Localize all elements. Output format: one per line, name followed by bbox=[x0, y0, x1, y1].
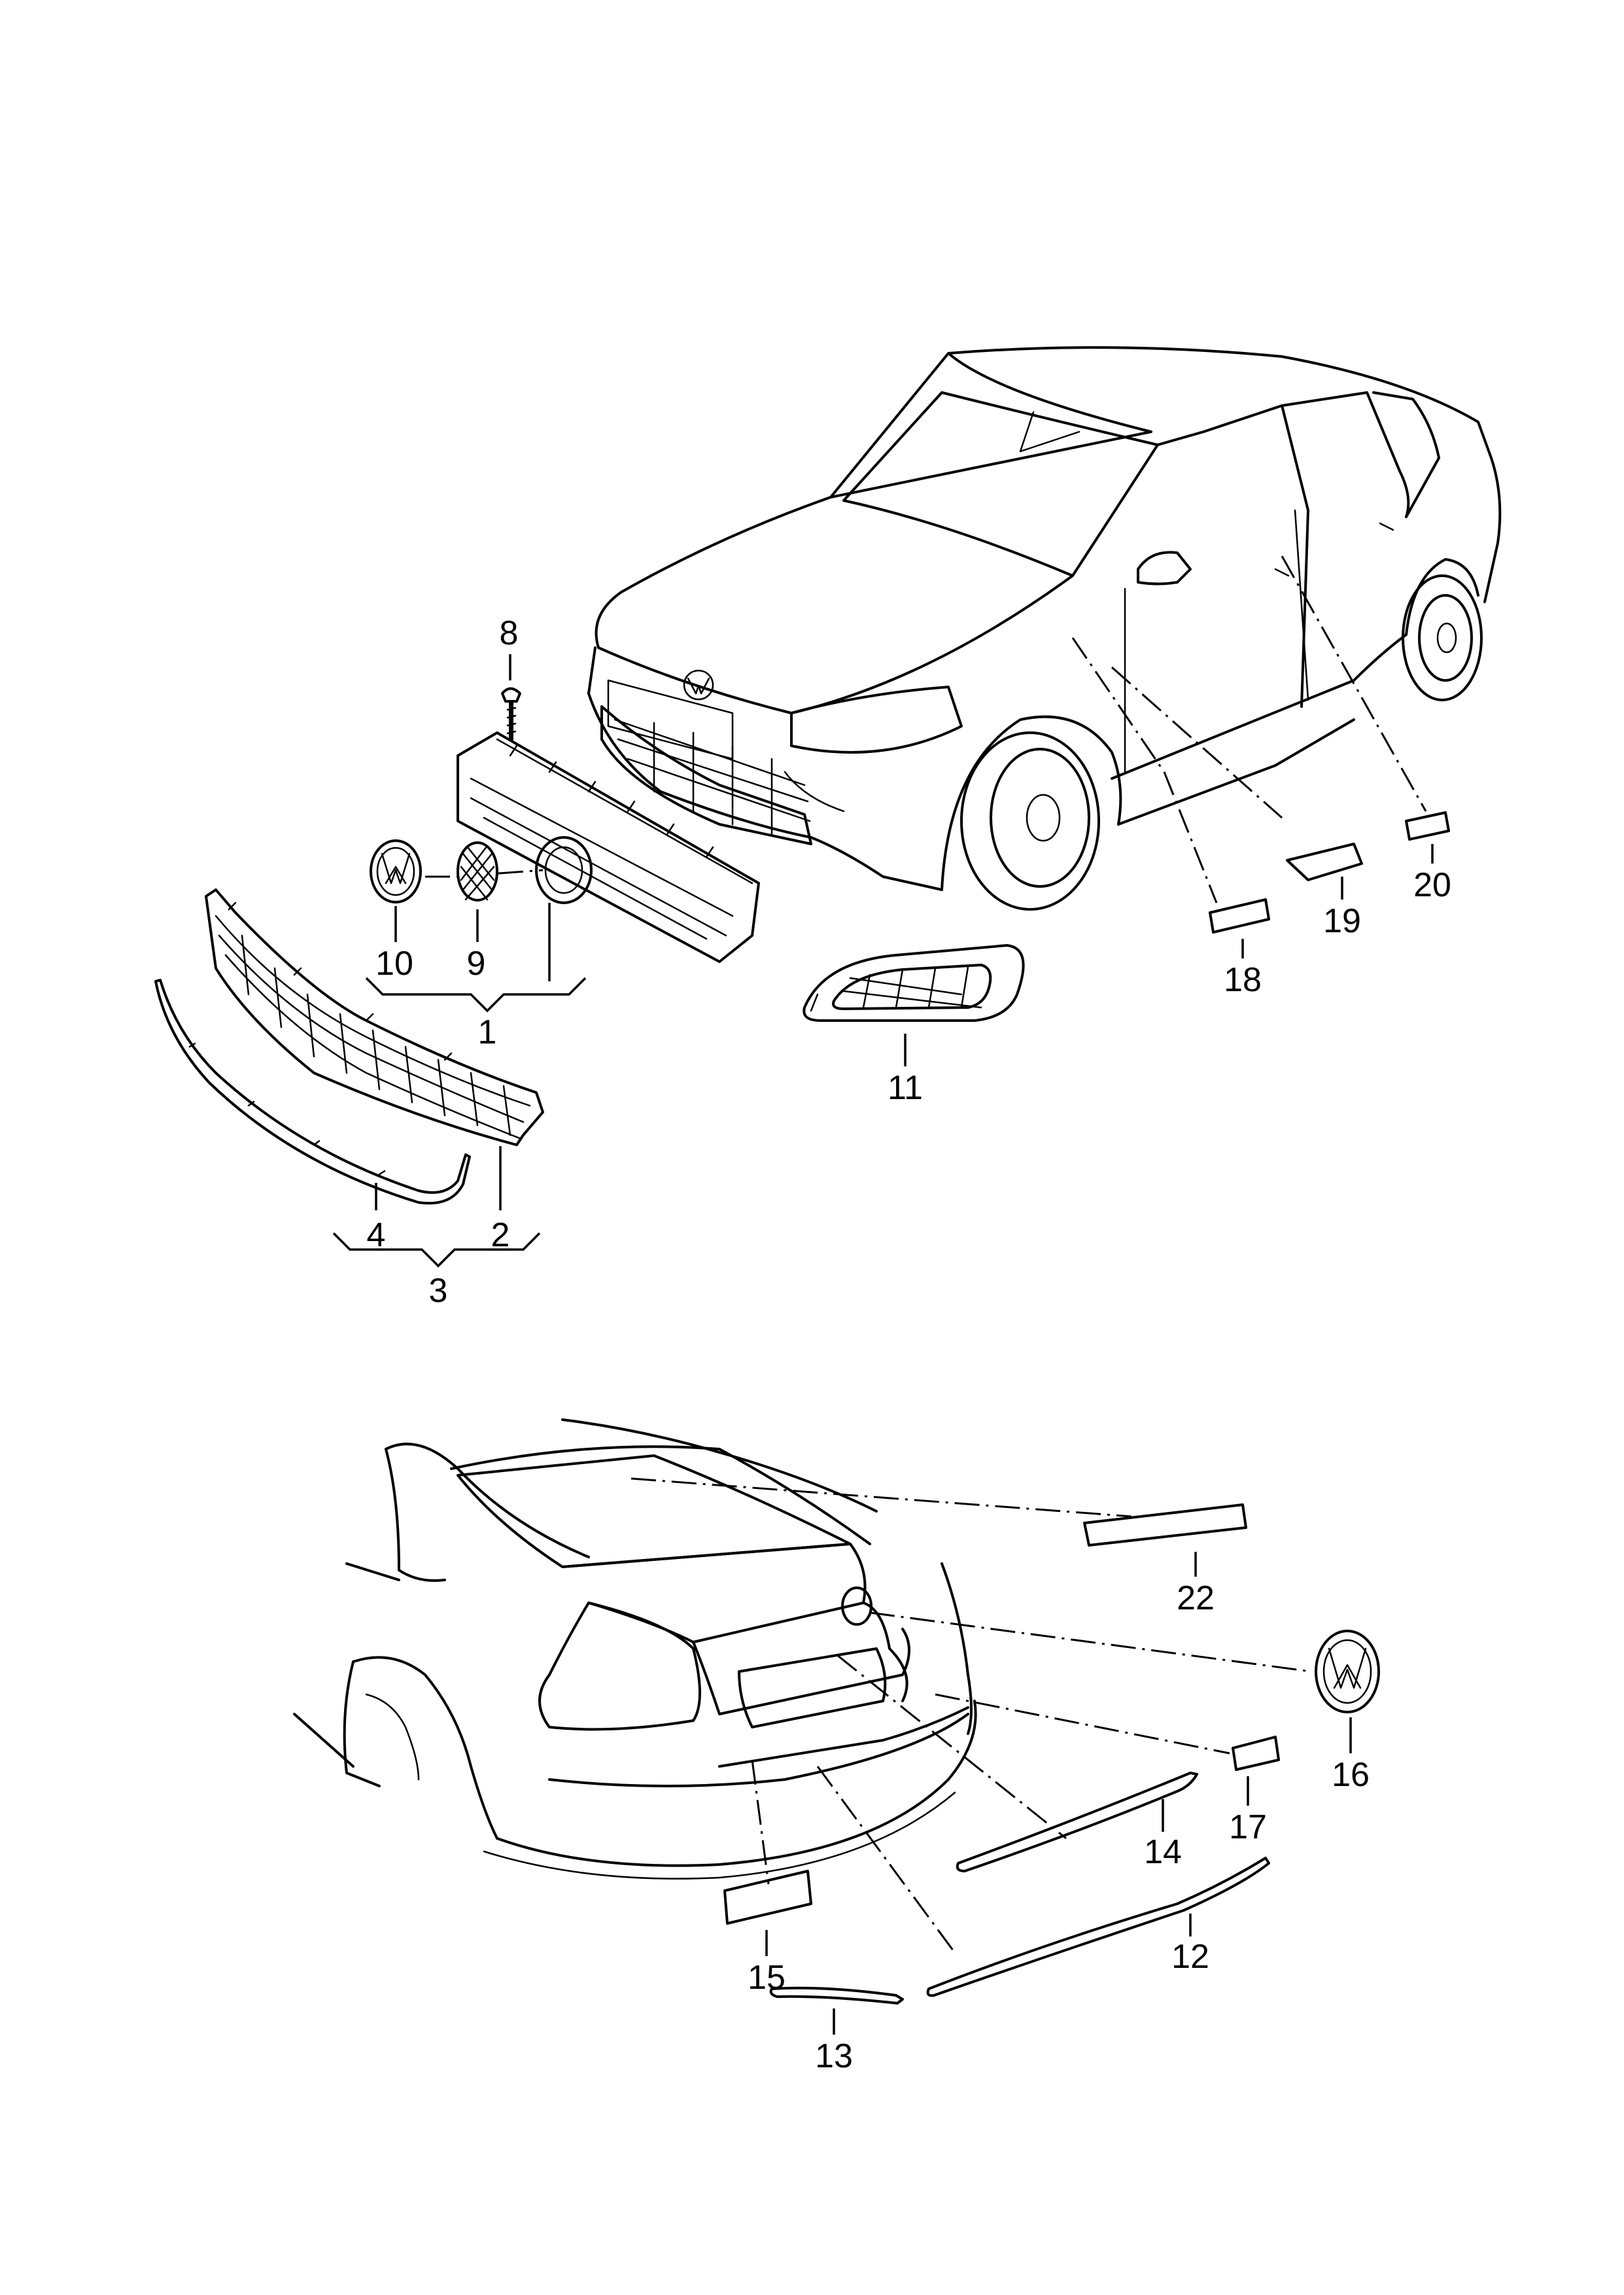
callout-19: 19 bbox=[1323, 902, 1361, 940]
callout-13: 13 bbox=[815, 2037, 853, 2075]
callout-16: 16 bbox=[1332, 1756, 1370, 1794]
callout-4: 4 bbox=[367, 1216, 386, 1254]
callout-17: 17 bbox=[1229, 1808, 1267, 1846]
vw-emblem-rear-icon bbox=[1315, 1630, 1380, 1713]
fog-lamp-grille bbox=[803, 944, 1025, 1022]
vw-emblem-icon bbox=[370, 839, 422, 903]
callout-14: 14 bbox=[1144, 1833, 1182, 1871]
callout-9: 9 bbox=[467, 945, 486, 983]
screw-icon bbox=[501, 687, 521, 741]
sticker-22 bbox=[1083, 1503, 1247, 1547]
sticker-20 bbox=[1405, 811, 1450, 841]
car-rear-icon bbox=[293, 1418, 977, 1880]
callout-22: 22 bbox=[1177, 1579, 1215, 1617]
callout-15: 15 bbox=[748, 1959, 786, 1997]
sticker-19 bbox=[1286, 843, 1363, 881]
emblem-carrier bbox=[457, 841, 498, 902]
sticker-18 bbox=[1209, 898, 1270, 934]
trim-strip bbox=[154, 979, 471, 1205]
callout-8: 8 bbox=[500, 614, 519, 652]
callout-20: 20 bbox=[1413, 866, 1451, 904]
car-front-icon bbox=[587, 346, 1502, 911]
callout-18: 18 bbox=[1224, 961, 1262, 999]
lower-grille bbox=[205, 888, 544, 1146]
callout-2: 2 bbox=[491, 1216, 510, 1254]
trim-strip-12 bbox=[926, 1857, 1270, 1997]
trim-strip-13 bbox=[769, 1986, 904, 2005]
radiator-grille bbox=[457, 731, 760, 963]
trim-strip-14 bbox=[956, 1772, 1198, 1872]
callout-1: 1 bbox=[478, 1013, 497, 1051]
callout-3: 3 bbox=[429, 1272, 448, 1310]
callout-12: 12 bbox=[1171, 1938, 1209, 1976]
sticker-15 bbox=[723, 1870, 812, 1925]
sticker-17 bbox=[1232, 1736, 1280, 1771]
callout-10: 10 bbox=[375, 945, 413, 983]
callout-11: 11 bbox=[888, 1069, 923, 1107]
